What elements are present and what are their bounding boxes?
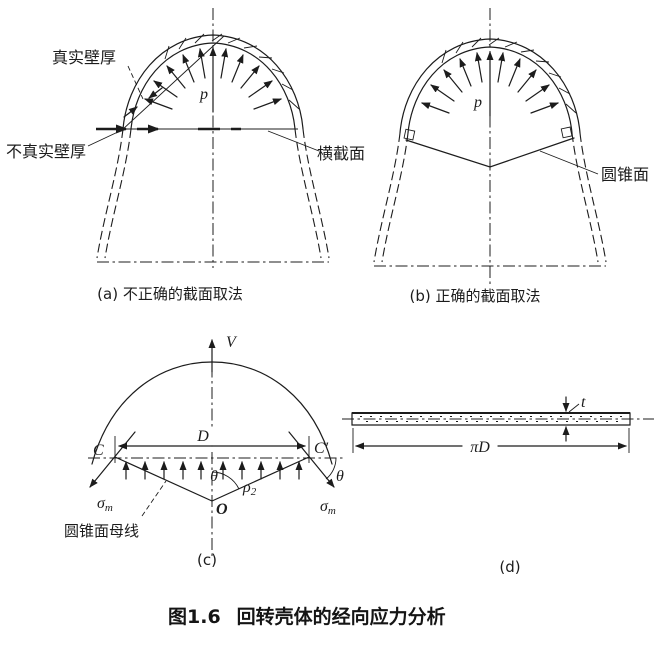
shell-lower-left-b xyxy=(373,132,401,263)
conical-surface-leader xyxy=(539,150,599,175)
shell-lower-left-inner-a xyxy=(104,128,132,259)
true-thickness-leader xyxy=(127,65,144,100)
rho-symbol: ρ xyxy=(242,479,251,496)
rho-subscript: 2 xyxy=(251,486,257,498)
shell-lower-left-inner-b xyxy=(381,132,409,263)
sigma-subscript: m xyxy=(105,502,113,514)
point-c-prime-label: C′ xyxy=(314,440,329,457)
pressure-symbol-b: p xyxy=(473,94,482,111)
shell-lower-left-a xyxy=(96,128,124,259)
pressure-symbol-a: p xyxy=(199,86,208,103)
sigma-subscript: m xyxy=(328,505,336,517)
true-thickness-arrow-lower xyxy=(123,106,138,118)
caption-b: (b) 正确的截面取法 xyxy=(410,287,541,305)
right-angle-mark-right xyxy=(560,126,573,139)
caption-a: (a) 不正确的截面取法 xyxy=(97,285,243,303)
sigma-m-arrow-left xyxy=(89,431,136,488)
sigma-symbol: σ xyxy=(97,495,106,512)
shell-outer-b xyxy=(399,38,581,134)
pressure-arrows-a xyxy=(144,47,282,113)
shell-lower-right-inner-b xyxy=(571,132,599,263)
label-cross-section: 横截面 xyxy=(317,144,365,163)
diagram-c: V D C C′ xyxy=(64,334,346,569)
true-thickness-arrow-upper xyxy=(148,87,163,99)
theta-arc-right xyxy=(325,457,337,480)
theta-arc-center xyxy=(211,471,240,490)
label-untrue-wall-thickness: 不真实壁厚 xyxy=(6,142,86,161)
generatrix-leader xyxy=(141,480,167,517)
caption-d: (d) xyxy=(499,558,520,576)
slant-cut-line xyxy=(121,35,225,131)
rho2-label: ρ2 xyxy=(242,479,257,498)
thickness-label: t xyxy=(581,394,586,411)
diameter-label: D xyxy=(196,428,209,445)
diagram-b: 圆锥面 p (b) 正确的截面取法 xyxy=(373,8,649,305)
untrue-thickness-leader xyxy=(87,130,121,147)
diagram-a: 真实壁厚 不真实壁厚 横截面 p (a) 不正确的截面取法 xyxy=(6,8,365,303)
sigma-m-label-left: σm xyxy=(97,495,113,514)
diagram-d: t πD (d) xyxy=(342,394,654,576)
label-conical-surface: 圆锥面 xyxy=(601,165,649,184)
label-true-wall-thickness: 真实壁厚 xyxy=(52,48,116,67)
shell-lower-right-b xyxy=(579,132,607,263)
theta-center-label: θ xyxy=(210,468,218,485)
resultant-force-label: V xyxy=(226,334,238,351)
shell-hatching-a xyxy=(164,33,300,110)
shell-inner-b xyxy=(407,46,573,134)
strip-texture xyxy=(360,416,624,422)
shell-outer-a xyxy=(122,34,304,130)
pressure-arrows-b xyxy=(421,51,559,117)
sigma-m-label-right: σm xyxy=(320,498,336,517)
t-leader xyxy=(568,403,580,413)
point-c-label: C xyxy=(93,442,104,459)
theta-right-label: θ xyxy=(336,468,344,485)
apex-point-label: O xyxy=(216,501,228,518)
caption-c: (c) xyxy=(197,551,217,569)
figure-number: 图1.6 xyxy=(168,606,221,628)
cross-section-leader xyxy=(267,130,320,152)
shell-lower-right-a xyxy=(302,128,330,259)
conical-cut-lines xyxy=(405,137,575,168)
dome-arc-c xyxy=(91,361,333,465)
cone-generatrix-lines xyxy=(114,456,310,502)
sigma-symbol: σ xyxy=(320,498,329,515)
figure-caption: 图1.6 回转壳体的经向应力分析 xyxy=(168,605,446,628)
shell-inner-a xyxy=(130,42,296,130)
circumference-label: πD xyxy=(470,439,490,456)
right-angle-mark-left xyxy=(403,128,416,141)
shell-hatching-b xyxy=(441,37,577,114)
sigma-m-arrow-right xyxy=(288,431,335,488)
label-cone-generatrix: 圆锥面母线 xyxy=(64,522,139,540)
shell-lower-right-inner-a xyxy=(294,128,322,259)
figure-title: 回转壳体的经向应力分析 xyxy=(237,605,446,628)
